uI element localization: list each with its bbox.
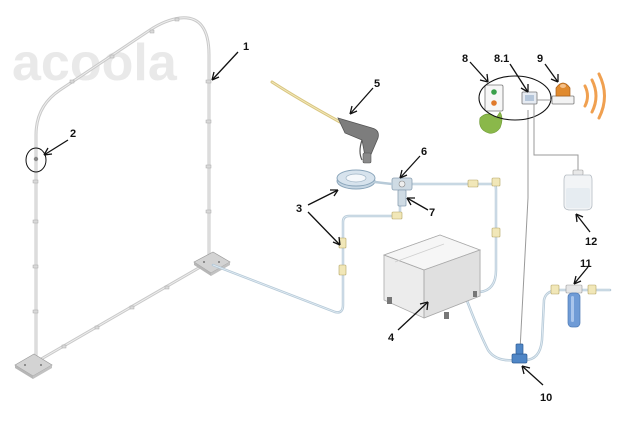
panel-highlight-oval <box>478 75 552 121</box>
foot-plate-icon <box>14 353 53 379</box>
canister-icon <box>563 169 593 211</box>
spray-gun-icon <box>270 80 379 164</box>
warning-lamp-icon <box>551 82 575 105</box>
tee-valve-icon <box>391 177 413 207</box>
callout-6: 6 <box>421 146 427 158</box>
water-filter-icon <box>565 284 583 328</box>
wire <box>533 104 579 172</box>
tubing <box>211 110 612 362</box>
callout-9: 9 <box>537 53 543 65</box>
frame-arch-icon <box>32 16 212 364</box>
callout-12: 12 <box>585 236 597 248</box>
tee-fitting-icon <box>511 343 528 364</box>
watermark-logo: acoola <box>12 34 178 92</box>
pump-unit-icon <box>382 234 482 319</box>
hand-icon <box>479 111 503 134</box>
callout-4: 4 <box>388 332 395 344</box>
tube-fittings <box>338 177 597 295</box>
control-panel-icon <box>484 84 504 112</box>
nozzle-highlight-circle <box>25 147 47 173</box>
callout-arrows <box>43 51 591 386</box>
foot-plate-icon <box>193 251 231 276</box>
callout-5: 5 <box>374 78 380 90</box>
callout-1: 1 <box>243 41 249 53</box>
hose-reel-icon <box>336 169 394 190</box>
callout-7: 7 <box>429 207 435 219</box>
sensor-icon <box>521 91 538 105</box>
callout-2: 2 <box>70 128 76 140</box>
callout-labels: 1 2 3 4 5 6 7 8 8.1 9 10 11 12 <box>70 41 597 404</box>
callout-8: 8 <box>462 53 468 65</box>
callout-3: 3 <box>296 203 302 215</box>
callout-10: 10 <box>540 392 552 404</box>
callout-11: 11 <box>580 258 592 270</box>
signal-waves-icon <box>583 72 606 120</box>
callout-8-1: 8.1 <box>494 53 509 65</box>
